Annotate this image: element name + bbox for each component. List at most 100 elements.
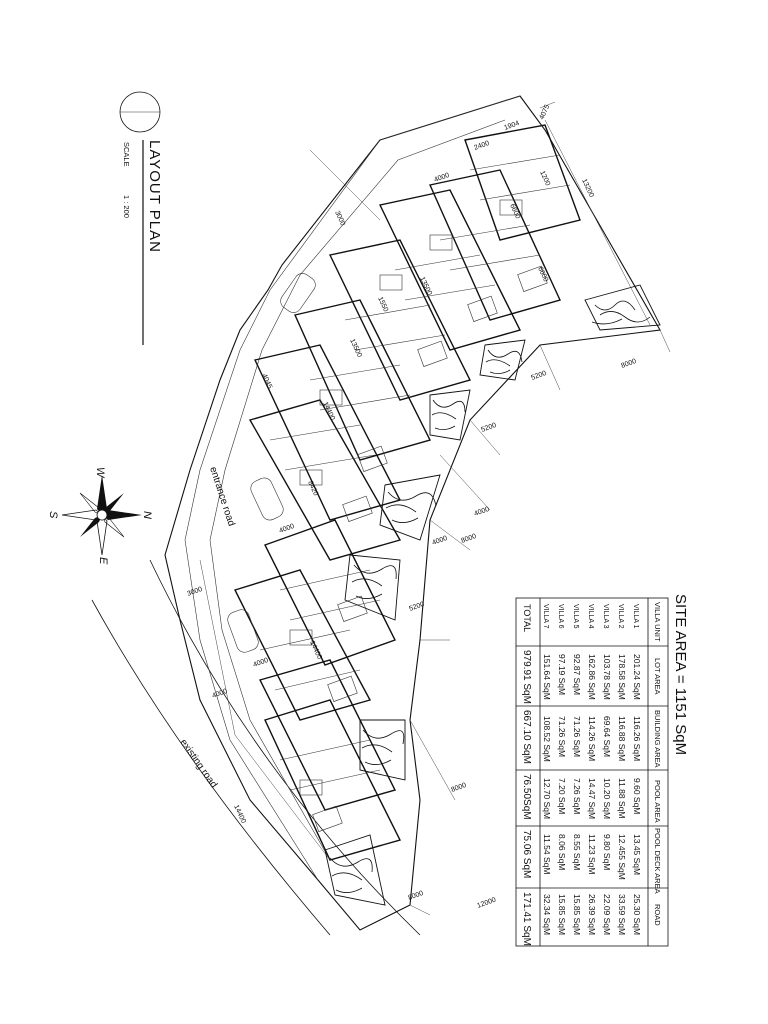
north-circle <box>119 91 161 133</box>
dim-label: 4000 <box>211 688 228 700</box>
dim-label: 8000 <box>450 782 467 794</box>
site-area-heading: SITE AREA = 1151 SqM <box>672 594 689 755</box>
svg-text:VILLA 4: VILLA 4 <box>587 604 594 629</box>
compass-east: E <box>97 557 109 565</box>
svg-text:VILLA 7: VILLA 7 <box>542 604 549 629</box>
table-header: LOT AREA <box>653 658 662 695</box>
svg-text:8.06 SqM: 8.06 SqM <box>557 834 567 870</box>
table-row: VILLA 6 97.19 SqM 71.26 SqM 7.20 SqM 8.0… <box>557 604 567 935</box>
svg-text:10.20 SqM: 10.20 SqM <box>602 778 612 819</box>
area-table: VILLA UNIT LOT AREA BUILDING AREA POOL A… <box>515 597 669 947</box>
svg-text:12.70 SqM: 12.70 SqM <box>542 778 552 819</box>
dim-label: 3000 <box>186 586 203 598</box>
table-header: POOL DECK AREA <box>653 828 662 894</box>
svg-text:22.09 SqM: 22.09 SqM <box>602 894 612 935</box>
dim-label: 13500 <box>418 276 433 297</box>
garden-hatch-areas <box>324 284 661 906</box>
svg-text:32.34 SqM: 32.34 SqM <box>542 894 552 935</box>
svg-text:26.39 SqM: 26.39 SqM <box>587 894 597 935</box>
entrance-road-inner <box>209 119 506 861</box>
dimension-labels: 4075 1904 2400 1200 13200 4000 3000 6600… <box>186 104 637 910</box>
table-total-row: TOTAL 979.91 SqM 667.10 SqM 76.50SqM 75.… <box>521 604 532 946</box>
dim-label: 13500 <box>348 338 363 359</box>
svg-text:76.50SqM: 76.50SqM <box>521 774 532 820</box>
svg-text:25.30 SqM: 25.30 SqM <box>632 894 642 935</box>
existing-road-outer <box>91 599 331 936</box>
entrance-road-edge <box>184 95 521 881</box>
dim-label: 4075 <box>538 104 551 121</box>
table-row: VILLA 1 201.24 SqM 116.26 SqM 9.60 SqM 1… <box>632 604 642 935</box>
svg-text:VILLA 2: VILLA 2 <box>617 604 624 629</box>
dim-label: 4000 <box>431 535 448 547</box>
svg-text:VILLA 1: VILLA 1 <box>632 604 639 629</box>
svg-text:VILLA 3: VILLA 3 <box>602 604 609 629</box>
svg-text:97.19 SqM: 97.19 SqM <box>557 654 567 695</box>
svg-text:92.87 SqM: 92.87 SqM <box>572 654 582 695</box>
svg-text:7.26 SqM: 7.26 SqM <box>572 778 582 814</box>
dimension-lines <box>199 101 671 916</box>
svg-text:14.47 SqM: 14.47 SqM <box>587 778 597 819</box>
svg-text:9.60 SqM: 9.60 SqM <box>632 778 642 814</box>
svg-text:162.86 SqM: 162.86 SqM <box>587 654 597 700</box>
dim-label: 8420 <box>306 480 319 497</box>
dim-label: 6600 <box>536 266 549 283</box>
scale-value: 1 : 200 <box>122 195 131 218</box>
svg-text:33.59 SqM: 33.59 SqM <box>617 894 627 935</box>
svg-text:11.88 SqM: 11.88 SqM <box>617 778 627 818</box>
dim-label: 8000 <box>460 533 477 545</box>
dim-label: 1200 <box>538 170 551 187</box>
dim-label: 1904 <box>503 120 520 132</box>
drawing-title: LAYOUT PLAN <box>146 140 163 253</box>
dim-label: 14400 <box>321 401 336 422</box>
dim-label: 2400 <box>473 140 490 152</box>
table-header: BUILDING AREA <box>653 710 662 768</box>
dim-label: 8000 <box>407 890 424 902</box>
svg-text:11.54 SqM: 11.54 SqM <box>542 834 552 874</box>
svg-text:8.55 SqM: 8.55 SqM <box>572 834 582 870</box>
entrance-road-label: entrance road <box>207 466 237 528</box>
svg-text:VILLA 6: VILLA 6 <box>557 604 564 629</box>
svg-text:9.80 SqM: 9.80 SqM <box>602 834 612 870</box>
dim-label: 5200 <box>408 601 425 613</box>
compass-rose-icon: W N E S <box>47 467 153 565</box>
table-header: ROAD <box>653 904 662 926</box>
dim-label: 5200 <box>530 370 547 382</box>
table-row: VILLA 3 103.78 SqM 69.64 SqM 10.20 SqM 9… <box>602 604 612 935</box>
dim-label: 4000 <box>252 657 269 669</box>
table-row: VILLA 5 92.87 SqM 71.26 SqM 7.26 SqM 8.5… <box>572 604 582 935</box>
dim-label: 12000 <box>476 897 497 910</box>
svg-text:12.455 SqM: 12.455 SqM <box>617 834 627 880</box>
dim-label: 4000 <box>433 172 450 184</box>
table-header: POOL AREA <box>653 780 662 823</box>
svg-text:11.23 SqM: 11.23 SqM <box>587 834 597 874</box>
svg-text:VILLA 5: VILLA 5 <box>572 604 579 629</box>
svg-text:71.26 SqM: 71.26 SqM <box>572 716 582 757</box>
existing-road-label: existing road <box>178 737 220 790</box>
svg-text:114.26 SqM: 114.26 SqM <box>587 716 597 761</box>
svg-text:201.24 SqM: 201.24 SqM <box>632 654 642 700</box>
dim-label: 14400 <box>308 640 323 661</box>
svg-text:116.88 SqM: 116.88 SqM <box>617 716 627 761</box>
svg-text:69.64 SqM: 69.64 SqM <box>602 716 612 757</box>
table-row: VILLA 4 162.86 SqM 114.26 SqM 14.47 SqM … <box>587 604 597 935</box>
svg-text:7.20 SqM: 7.20 SqM <box>557 778 567 814</box>
dim-label: 6600 <box>508 203 521 220</box>
dim-label: 4045 <box>260 373 273 390</box>
compass-west: W <box>94 467 106 479</box>
svg-text:116.26 SqM: 116.26 SqM <box>632 716 642 761</box>
table-row: VILLA 7 151.64 SqM 108.52 SqM 12.70 SqM … <box>542 604 552 935</box>
scale-label: SCALE <box>122 142 131 167</box>
parked-cars <box>227 273 316 653</box>
compass-south: S <box>47 511 59 519</box>
svg-text:15.85 SqM: 15.85 SqM <box>557 894 567 935</box>
dim-label: 14400 <box>232 804 247 825</box>
svg-text:71.26 SqM: 71.26 SqM <box>557 716 567 757</box>
svg-text:151.64 SqM: 151.64 SqM <box>542 654 552 700</box>
svg-text:75.06 SqM: 75.06 SqM <box>521 830 532 878</box>
svg-text:TOTAL: TOTAL <box>522 604 532 632</box>
svg-text:667.10 SqM: 667.10 SqM <box>521 710 532 764</box>
dim-label: 4000 <box>473 506 490 518</box>
svg-text:13.45 SqM: 13.45 SqM <box>632 834 642 875</box>
svg-text:979.91 SqM: 979.91 SqM <box>521 650 532 704</box>
